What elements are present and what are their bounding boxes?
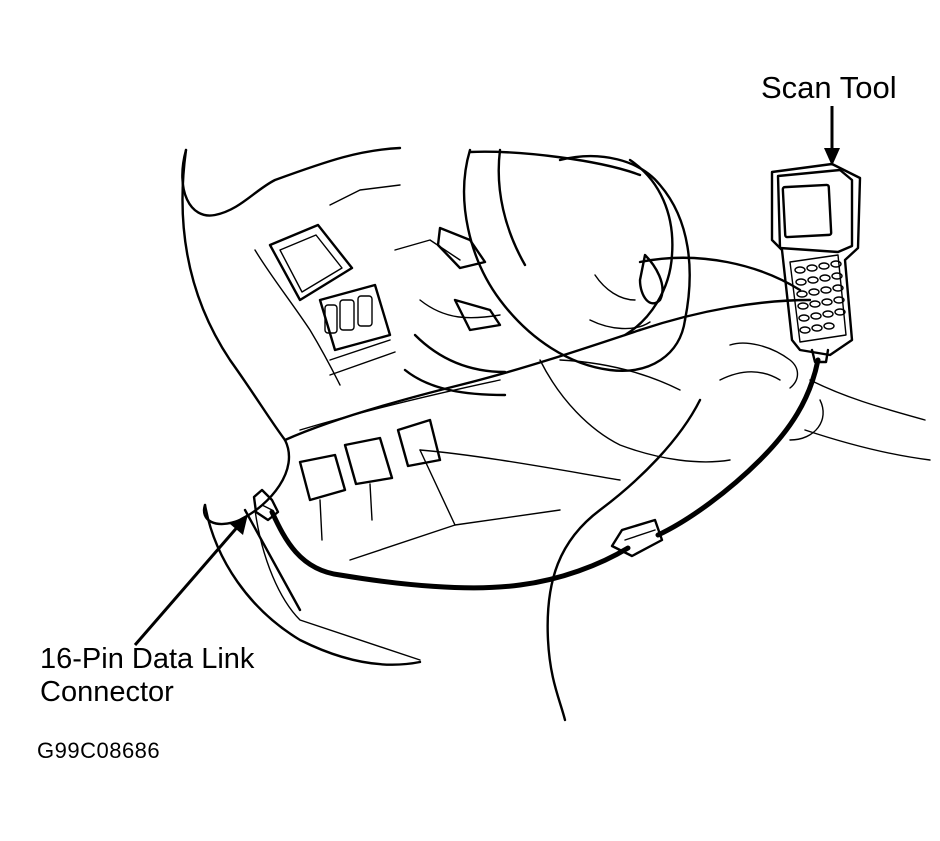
scan-tool-label: Scan Tool (761, 70, 897, 105)
floor-panel (243, 359, 731, 661)
arrow-down-icon (824, 106, 840, 166)
steering-wheel (463, 148, 691, 372)
data-link-connector-label: 16-Pin Data Link Connector (40, 643, 254, 709)
figure-id: G99C08686 (37, 738, 161, 763)
steering-column (403, 226, 507, 397)
dashboard-outline (181, 146, 931, 666)
pedals (298, 418, 442, 541)
scan-tool-icon (770, 162, 862, 364)
scan-tool-keypad (794, 260, 846, 334)
data-link-connector-label-line1: 16-Pin Data Link (40, 643, 255, 675)
arrow-up-right-icon (133, 514, 248, 646)
center-console-controls (268, 223, 461, 376)
data-link-connector-label-line2: Connector (40, 676, 174, 708)
scan-tool-cable (269, 357, 821, 591)
data-link-connector-icon (252, 488, 280, 522)
seat-edge (546, 342, 799, 722)
